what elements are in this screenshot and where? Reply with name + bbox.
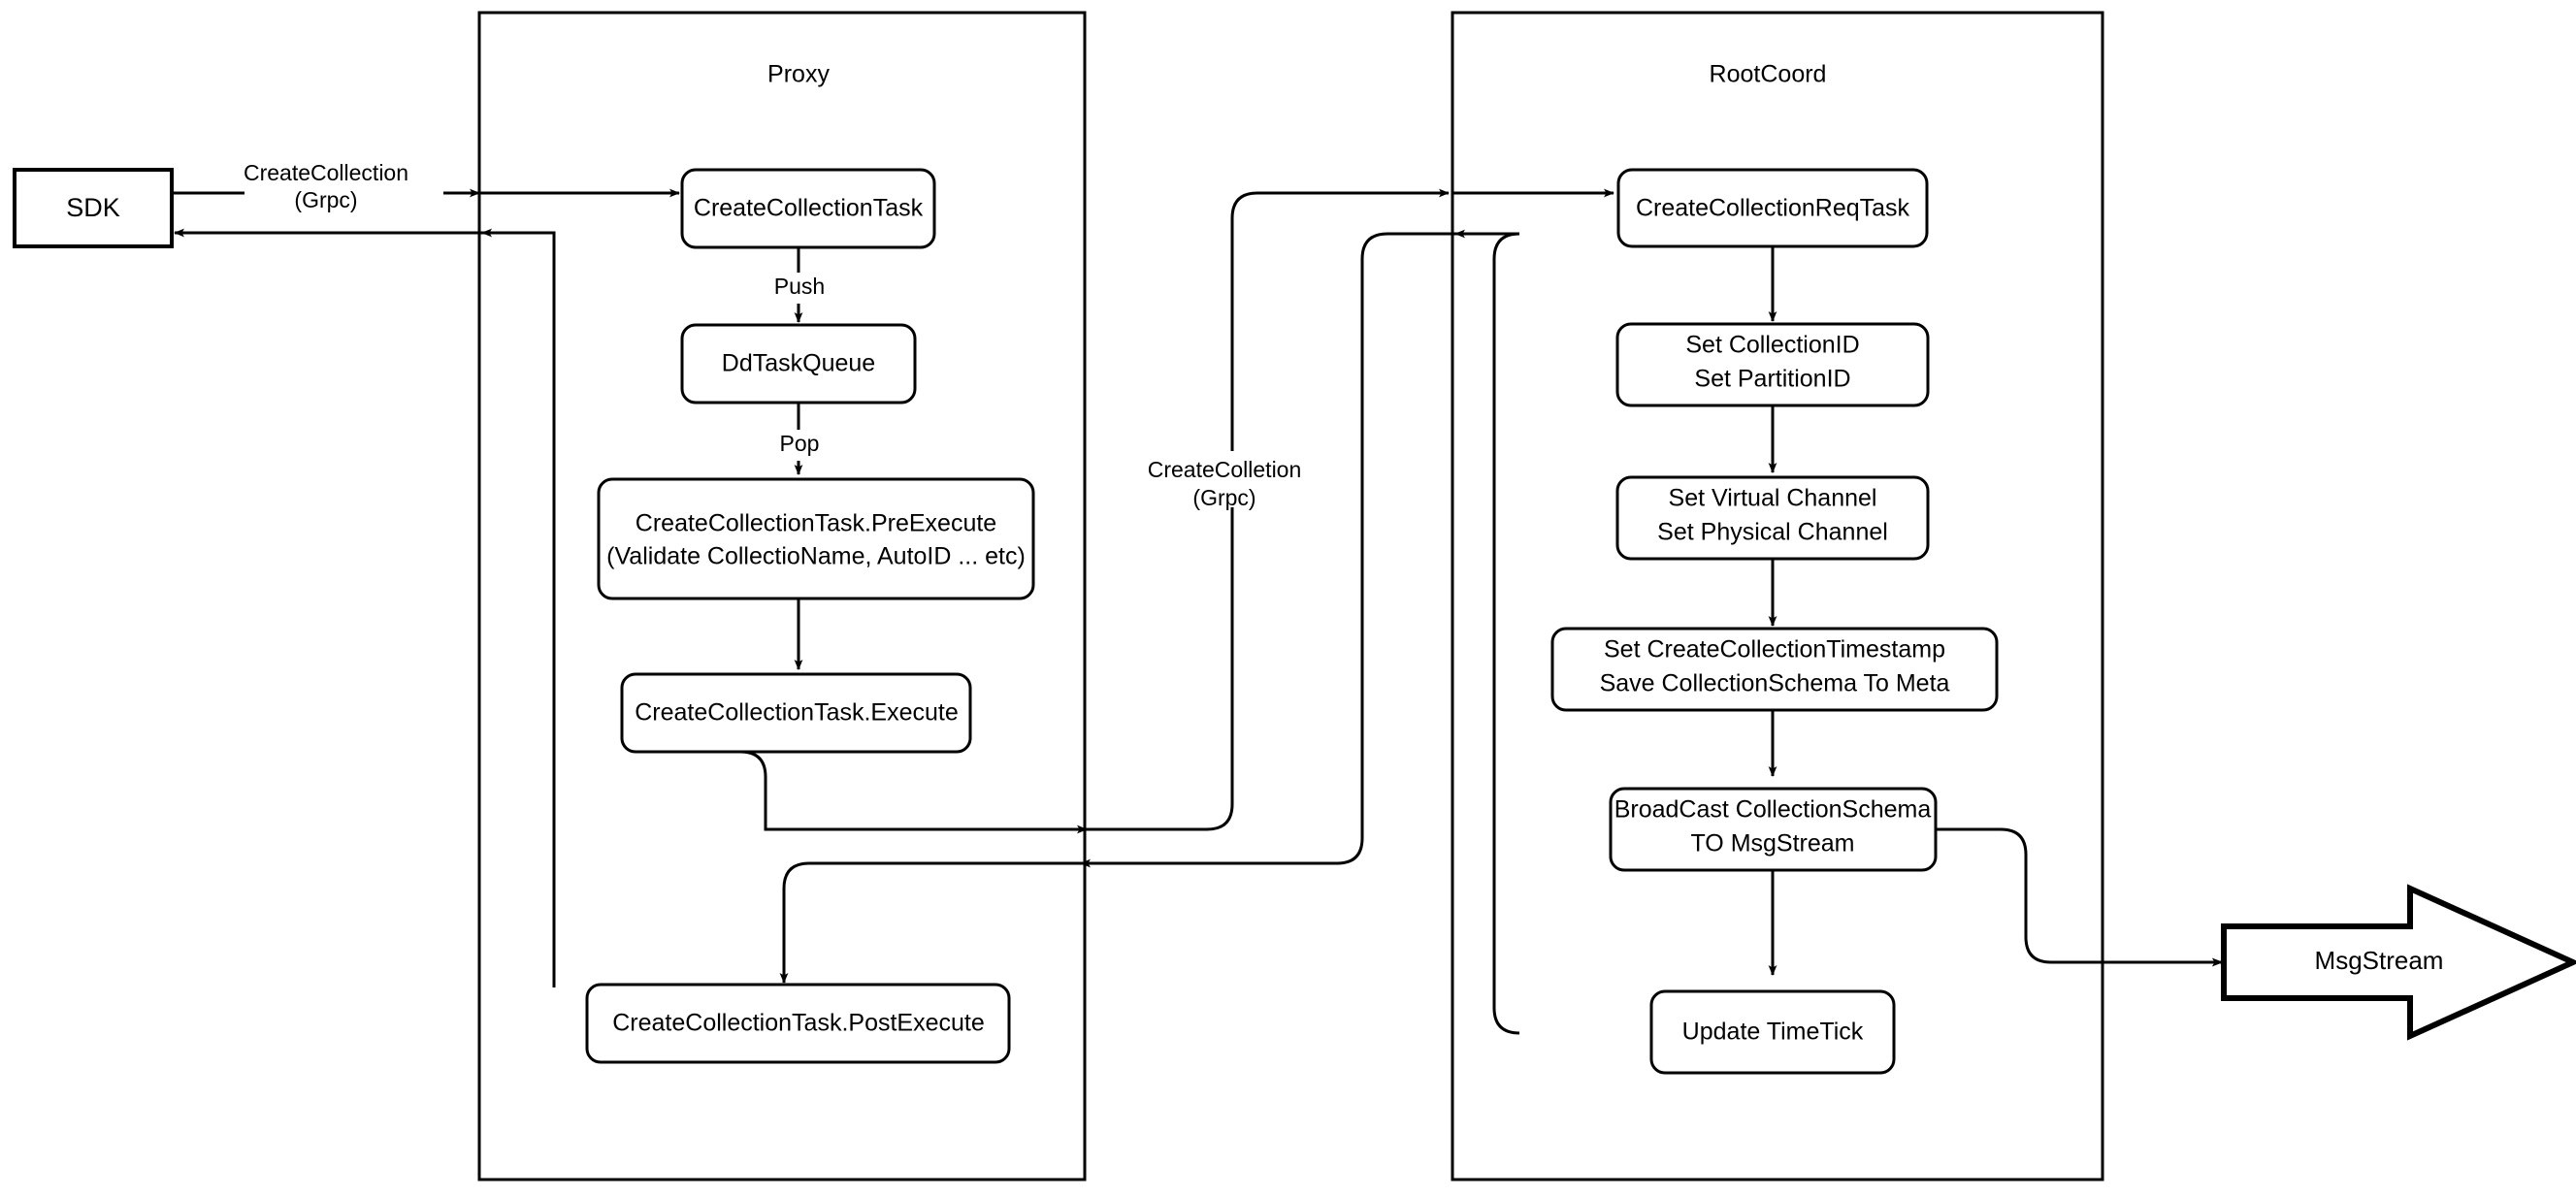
edge-rootcoord-response-a: [1452, 232, 1520, 1035]
create-collection-task-rect: [680, 168, 936, 249]
set-collection-id-label-line1: Set CollectionID: [1685, 332, 1859, 359]
sdk-label-halo: [245, 158, 443, 214]
create-collection-req-task-rect: [1616, 168, 1929, 248]
set-create-collection-timestamp-label-line1: Set CreateCollectionTimestamp: [1604, 636, 1945, 663]
node-post-execute[interactable]: CreateCollectionTask.PostExecute: [585, 983, 1011, 1064]
pre-execute-rect: [597, 477, 1035, 600]
broadcast-collection-schema-label-line2: TO MsgStream: [1690, 830, 1854, 857]
node-pre-execute[interactable]: CreateCollectionTask.PreExecute (Validat…: [597, 477, 1035, 600]
set-virtual-channel-rect: [1615, 475, 1930, 561]
node-broadcast-collection-schema[interactable]: BroadCast CollectionSchema TO MsgStream: [1609, 787, 1938, 872]
dd-task-queue-label: DdTaskQueue: [722, 350, 875, 377]
edge-return-to-post-execute: [779, 861, 1085, 984]
push-label-halo: [766, 273, 835, 304]
sdk-to-proxy-label-line2: (Grpc): [294, 187, 357, 212]
node-set-collection-id[interactable]: Set CollectionID Set PartitionID: [1615, 322, 1930, 407]
msgstream-block-arrow: [2221, 884, 2576, 1041]
proxy-container-label: Proxy: [767, 61, 830, 88]
pre-execute-label-line2: (Validate CollectioName, AutoID ... etc): [606, 543, 1026, 570]
sdk-to-proxy-label-line1: CreateCollection: [244, 160, 408, 185]
edge-rootcoord-return-to-proxy: [1091, 232, 1452, 865]
grpc-label-halo: [1135, 451, 1331, 507]
sdk-label: SDK: [66, 193, 120, 222]
node-set-create-collection-timestamp[interactable]: Set CreateCollectionTimestamp Save Colle…: [1550, 627, 1999, 712]
node-create-collection-req-task[interactable]: CreateCollectionReqTask: [1616, 168, 1929, 248]
create-collection-task-label: CreateCollectionTask: [694, 195, 924, 222]
pop-label-halo: [769, 430, 830, 461]
set-virtual-channel-label-line1: Set Virtual Channel: [1669, 485, 1877, 512]
edge-proxy-to-rootcoord-grpc: [1085, 188, 1450, 831]
node-sdk[interactable]: SDK: [13, 168, 174, 248]
pop-label: Pop: [780, 431, 820, 456]
node-execute[interactable]: CreateCollectionTask.Execute: [620, 672, 972, 754]
edge-label-proxy-to-rootcoord: CreateColletion (Grpc): [1135, 451, 1331, 510]
post-execute-rect: [585, 983, 1011, 1064]
set-collection-id-label-line2: Set PartitionID: [1694, 366, 1850, 393]
node-set-virtual-channel[interactable]: Set Virtual Channel Set Physical Channel: [1615, 475, 1930, 561]
node-dd-task-queue[interactable]: DdTaskQueue: [680, 323, 917, 404]
pre-execute-label-line1: CreateCollectionTask.PreExecute: [636, 510, 996, 537]
edge-broadcast-to-msgstream: [1935, 827, 2223, 967]
update-timetick-rect: [1649, 989, 1896, 1075]
set-virtual-channel-label-line2: Set Physical Channel: [1657, 519, 1888, 546]
edge-label-sdk-to-proxy: CreateCollection (Grpc): [244, 158, 443, 214]
update-timetick-label: Update TimeTick: [1682, 1019, 1864, 1046]
set-collection-id-rect: [1615, 322, 1930, 407]
set-create-collection-timestamp-rect: [1550, 627, 1999, 712]
broadcast-collection-schema-label-line1: BroadCast CollectionSchema: [1614, 796, 1932, 824]
set-create-collection-timestamp-label-line2: Save CollectionSchema To Meta: [1600, 670, 1950, 697]
create-collection-req-task-label: CreateCollectionReqTask: [1636, 195, 1910, 222]
edge-label-pop: Pop: [769, 430, 830, 461]
execute-label: CreateCollectionTask.Execute: [635, 699, 959, 727]
post-execute-label: CreateCollectionTask.PostExecute: [612, 1010, 985, 1037]
sdk-rect: [13, 168, 174, 248]
proxy-to-rootcoord-label-line2: (Grpc): [1192, 485, 1255, 510]
proxy-to-rootcoord-label-line1: CreateColletion: [1148, 457, 1302, 482]
msgstream-label: MsgStream: [2315, 946, 2444, 975]
execute-rect: [620, 672, 972, 754]
broadcast-collection-schema-rect: [1609, 787, 1938, 872]
node-msgstream[interactable]: MsgStream: [2221, 884, 2576, 1041]
node-create-collection-task[interactable]: CreateCollectionTask: [680, 168, 936, 249]
node-update-timetick[interactable]: Update TimeTick: [1649, 989, 1896, 1075]
push-label: Push: [774, 274, 825, 299]
rootcoord-container-label: RootCoord: [1710, 61, 1827, 88]
edge-label-push: Push: [766, 273, 835, 304]
dd-task-queue-rect: [680, 323, 917, 404]
